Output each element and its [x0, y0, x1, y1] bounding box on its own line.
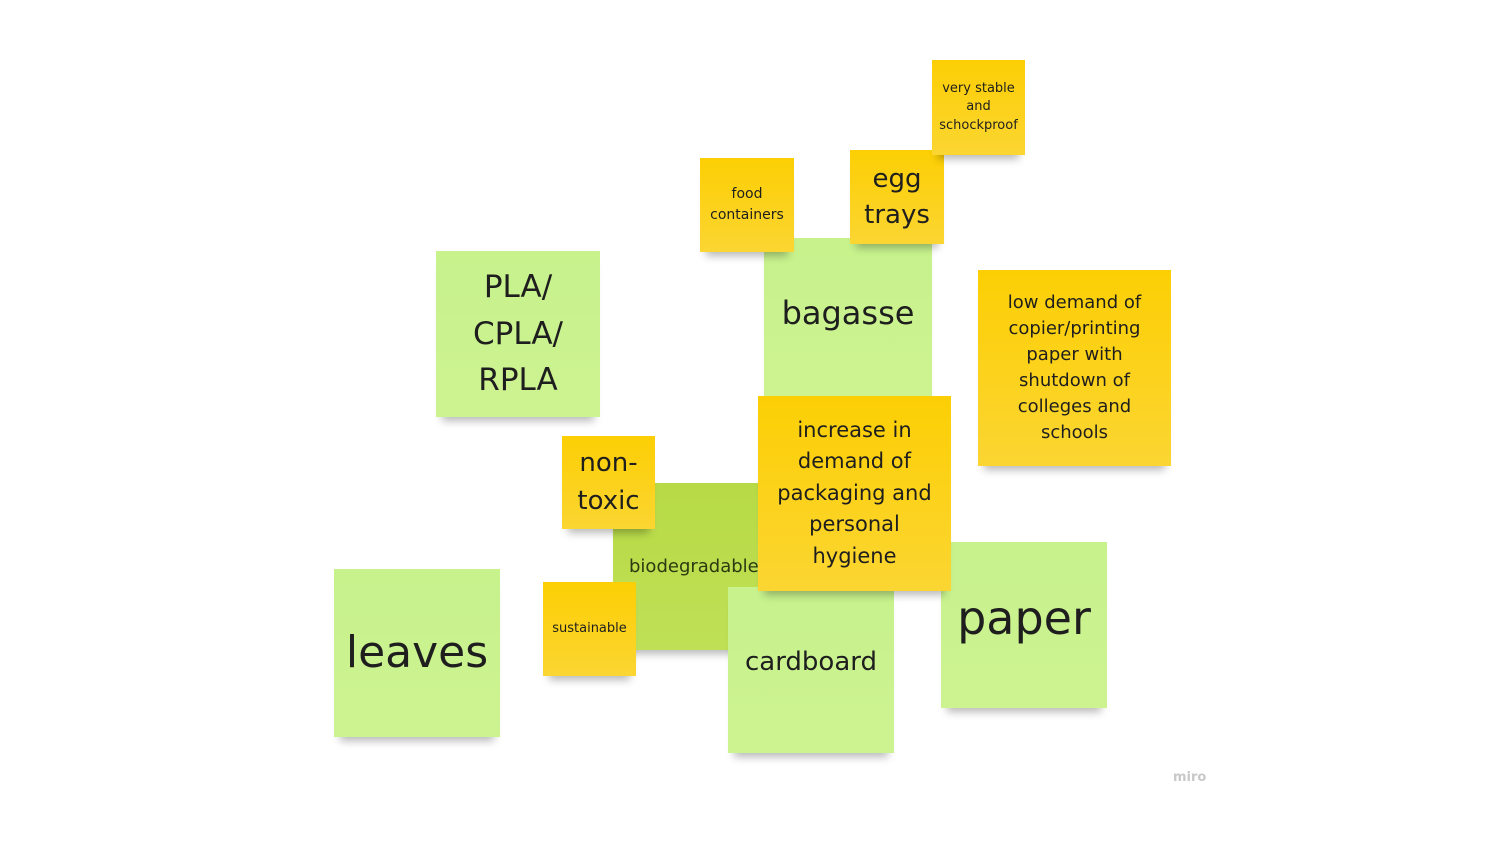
sticky-note-low-demand[interactable]: low demand of copier/printing paper with…	[978, 270, 1171, 466]
note-text: increase in demand of packaging and pers…	[777, 417, 932, 568]
note-text: leaves	[345, 627, 489, 679]
sticky-note-food-containers[interactable]: food containers	[700, 158, 794, 252]
note-text: PLA/ CPLA/ RPLA	[473, 269, 563, 399]
sticky-note-cardboard[interactable]: cardboard	[728, 587, 894, 753]
miro-watermark: miro	[1173, 770, 1207, 785]
sticky-note-paper[interactable]: paper	[941, 542, 1107, 708]
sticky-note-bagasse[interactable]: bagasse	[764, 238, 932, 398]
note-text: very stable and schockproof	[939, 81, 1018, 133]
note-text: egg trays	[864, 163, 930, 230]
note-text: cardboard	[744, 647, 878, 677]
sticky-note-non-toxic[interactable]: non-toxic	[562, 436, 655, 529]
sticky-note-very-stable[interactable]: very stable and schockproof	[932, 60, 1025, 155]
note-text: non-toxic	[577, 447, 640, 516]
note-text: bagasse	[781, 294, 915, 332]
note-text: paper	[957, 591, 1091, 645]
sticky-note-egg-trays[interactable]: egg trays	[850, 150, 944, 244]
note-text: biodegradable	[629, 555, 759, 577]
note-text: food containers	[710, 186, 784, 223]
note-text: low demand of copier/printing paper with…	[1007, 291, 1142, 444]
sticky-note-sustainable[interactable]: sustainable	[543, 582, 636, 676]
sticky-note-pla[interactable]: PLA/ CPLA/ RPLA	[436, 251, 600, 417]
note-text: sustainable	[552, 621, 627, 637]
sticky-note-leaves[interactable]: leaves	[334, 569, 500, 737]
sticky-note-increase-demand[interactable]: increase in demand of packaging and pers…	[758, 396, 951, 591]
